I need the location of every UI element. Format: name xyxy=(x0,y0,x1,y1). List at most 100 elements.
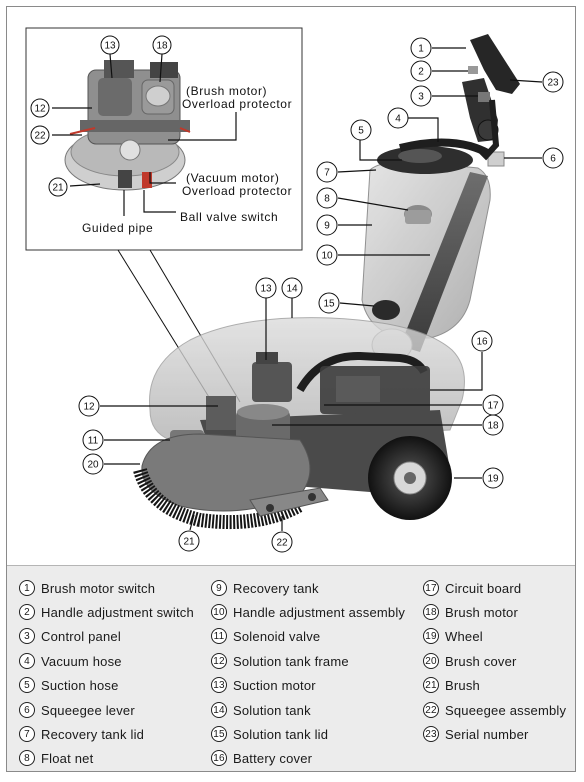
legend-item-17: 17 Circuit board xyxy=(423,580,521,596)
chassis-hose xyxy=(296,351,428,393)
legend-number: 15 xyxy=(211,726,227,742)
brush-motor-switch xyxy=(478,92,490,102)
legend-label: Squeegee lever xyxy=(41,702,135,718)
legend-label: Brush motor xyxy=(445,604,519,620)
callout-11: 11 xyxy=(82,429,104,451)
scrubber-diagram: 13 18 12 22 21 (Brush motor) Overload pr… xyxy=(25,27,564,553)
callout-number: 22 xyxy=(276,538,288,549)
legend-label: Circuit board xyxy=(445,580,522,596)
vacuum-hose xyxy=(477,99,500,161)
legend-label: Solenoid valve xyxy=(233,628,321,644)
legend-item-3: 3 Control panel xyxy=(19,628,121,644)
callout-10: 10 xyxy=(316,244,338,266)
inset-callout-22: 22 xyxy=(30,125,50,145)
legend-label: Brush xyxy=(445,677,480,693)
callout-number: 22 xyxy=(34,131,46,142)
callout-1: 1 xyxy=(410,37,432,59)
handle-grip xyxy=(470,34,520,94)
legend-number: 5 xyxy=(19,677,35,693)
callout-15: 15 xyxy=(318,292,340,314)
callout-17: 17 xyxy=(482,394,504,416)
legend-label: Solution tank frame xyxy=(233,653,349,669)
legend-number: 14 xyxy=(211,702,227,718)
handle-adjustment-bar xyxy=(400,172,488,352)
callout-number: 13 xyxy=(104,41,116,52)
legend-item-10: 10 Handle adjustment assembly xyxy=(211,604,405,620)
callout-6: 6 xyxy=(542,147,564,169)
legend-label: Float net xyxy=(41,750,94,766)
brush-protector-label-1: (Brush motor) xyxy=(186,84,267,98)
callout-number: 23 xyxy=(547,78,559,89)
legend-number: 21 xyxy=(423,677,439,693)
legend-item-11: 11 Solenoid valve xyxy=(211,628,320,644)
callout-19: 19 xyxy=(482,467,504,489)
legend-label: Vacuum hose xyxy=(41,653,122,669)
inset-callout-12: 12 xyxy=(30,98,50,118)
callout-12: 12 xyxy=(78,395,100,417)
callout-number: 18 xyxy=(156,41,168,52)
legend-number: 10 xyxy=(211,604,227,620)
callout-number: 3 xyxy=(418,92,424,103)
legend-number: 11 xyxy=(211,628,227,644)
inset-callout-21: 21 xyxy=(48,177,68,197)
callout-number: 17 xyxy=(487,401,499,412)
callout-14: 14 xyxy=(281,277,303,299)
legend-number: 6 xyxy=(19,702,35,718)
callout-23: 23 xyxy=(542,71,564,93)
ball-valve-label: Ball valve switch xyxy=(180,210,278,224)
callout-number: 10 xyxy=(321,251,333,262)
inset-callout-18: 18 xyxy=(152,35,172,55)
callout-21: 21 xyxy=(178,530,200,552)
legend-label: Control panel xyxy=(41,628,121,644)
callout-7: 7 xyxy=(316,161,338,183)
inset-motor-assembly xyxy=(64,60,191,191)
inset-callout-13: 13 xyxy=(100,35,120,55)
callout-number: 20 xyxy=(87,460,99,471)
callout-number: 16 xyxy=(476,337,488,348)
legend-item-23: 23 Serial number xyxy=(423,726,529,742)
solution-tank-frame xyxy=(206,396,236,430)
callout-number: 14 xyxy=(286,284,298,295)
callout-number: 1 xyxy=(418,44,424,55)
callout-3: 3 xyxy=(410,85,432,107)
vacuum-protector-label-1: (Vacuum motor) xyxy=(186,171,280,185)
legend-label: Solution tank xyxy=(233,702,311,718)
legend-number: 4 xyxy=(19,653,35,669)
callout-5: 5 xyxy=(350,119,372,141)
legend-number: 13 xyxy=(211,677,227,693)
legend-number: 3 xyxy=(19,628,35,644)
callout-number: 19 xyxy=(487,474,499,485)
legend-label: Serial number xyxy=(445,726,529,742)
legend-item-21: 21 Brush xyxy=(423,677,480,693)
callout-number: 11 xyxy=(88,436,99,447)
legend-label: Brush cover xyxy=(445,653,517,669)
legend-label: Recovery tank lid xyxy=(41,726,145,742)
scrubber-machine xyxy=(133,34,520,530)
legend-label: Handle adjustment assembly xyxy=(233,604,406,620)
legend-number: 9 xyxy=(211,580,227,596)
callout-4: 4 xyxy=(387,107,409,129)
leader-lines xyxy=(100,47,543,531)
callout-number: 18 xyxy=(487,421,499,432)
legend-number: 23 xyxy=(423,726,439,742)
circuit-board xyxy=(336,376,380,402)
legend-label: Handle adjustment switch xyxy=(41,604,194,620)
callout-9: 9 xyxy=(316,214,338,236)
squeegee-lever xyxy=(487,151,505,167)
legend-number: 17 xyxy=(423,580,439,596)
callout-number: 21 xyxy=(52,183,64,194)
callout-22: 22 xyxy=(271,531,293,553)
callout-number: 8 xyxy=(324,194,330,205)
detail-inset: 13 18 12 22 21 (Brush motor) Overload pr… xyxy=(25,27,303,251)
